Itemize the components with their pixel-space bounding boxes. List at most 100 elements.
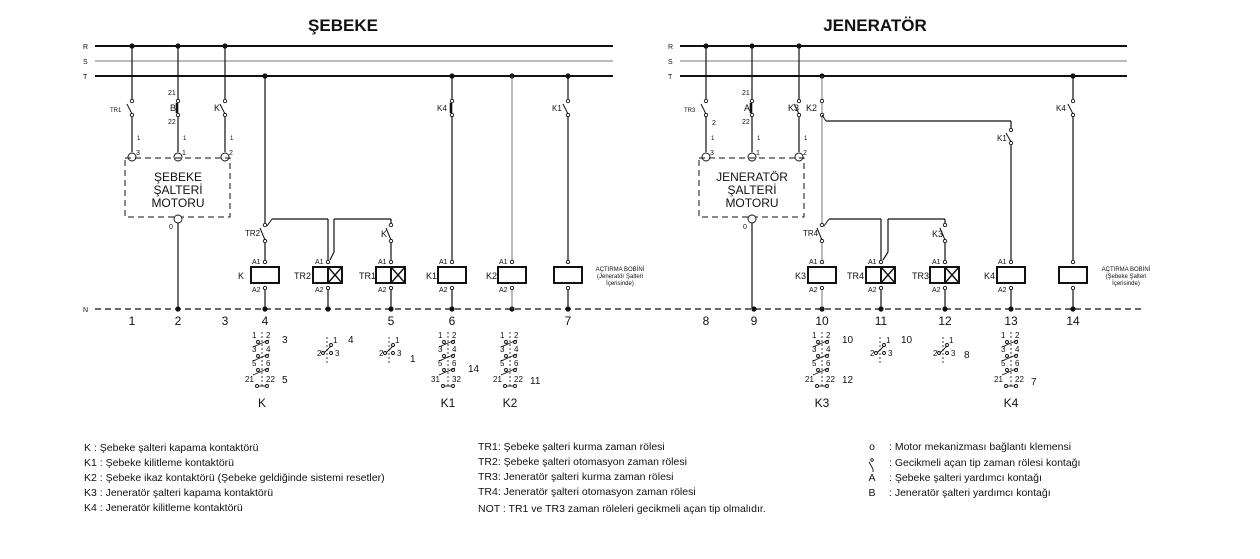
- terminal-number: 1: [182, 150, 186, 157]
- motor-box-text: MOTORU: [151, 196, 204, 210]
- terminal: [325, 259, 331, 265]
- trip-coil-label: İçerisinde): [1112, 280, 1140, 287]
- terminal: [388, 285, 394, 291]
- terminal: [265, 384, 269, 388]
- label-21: 21: [168, 90, 176, 97]
- terminal: [1005, 354, 1009, 358]
- pole-contact: [500, 367, 518, 376]
- a1-label: A1: [252, 259, 261, 266]
- legend-symbol-text: : Gecikmeli açan tip zaman rölesi kontağ…: [889, 457, 1080, 469]
- coil-label: K3: [795, 271, 806, 281]
- terminal: [262, 222, 268, 228]
- cross: [327, 266, 343, 284]
- column-number: 8: [703, 314, 710, 328]
- terminal: [1070, 98, 1076, 104]
- terminal: [749, 98, 755, 104]
- terminal: [220, 152, 230, 162]
- contact-label: K4: [437, 104, 447, 113]
- terminal: [262, 285, 268, 291]
- a2-label: A2: [809, 287, 818, 294]
- delay-contact-icon: [868, 461, 874, 470]
- terminal: [819, 98, 825, 104]
- block-reference: 8: [964, 350, 970, 361]
- contact-label: K2: [806, 103, 817, 113]
- terminal: [1008, 259, 1014, 265]
- coil-k4: [996, 266, 1026, 284]
- terminal: [794, 152, 804, 162]
- terminal: [262, 259, 268, 265]
- pole-label: 2: [826, 331, 831, 340]
- pole-label: 2: [317, 349, 322, 358]
- pole-label: 3: [438, 345, 443, 354]
- pole-label: 3: [1001, 345, 1006, 354]
- a1-label: A1: [932, 259, 941, 266]
- wire: [821, 114, 827, 122]
- terminal: [509, 259, 515, 265]
- block-reference: 5: [282, 375, 288, 386]
- legend-symbol: o: [869, 441, 875, 453]
- pole-contact: [876, 345, 885, 354]
- motor-box-text: ŞEBEKE: [154, 170, 202, 184]
- pole-label: 5: [252, 359, 257, 368]
- a2-label: A2: [315, 287, 324, 294]
- terminal: [442, 354, 446, 358]
- terminal: [1005, 368, 1009, 372]
- bus-label-n: N: [83, 307, 88, 314]
- pole-label: 1: [500, 331, 505, 340]
- pole-label: 5: [438, 359, 443, 368]
- terminal: [565, 285, 571, 291]
- pole-label: 1: [1001, 331, 1006, 340]
- terminal: [816, 340, 820, 344]
- terminal: [882, 351, 886, 355]
- pole-label: 2: [870, 349, 875, 358]
- terminal: [325, 285, 331, 291]
- contact-label: K1: [552, 104, 562, 113]
- pole-label: 5: [1001, 359, 1006, 368]
- pole-label: 21: [994, 375, 1003, 384]
- pole-label: 32: [452, 375, 461, 384]
- pole-label: 22: [514, 375, 523, 384]
- coil-label: K: [238, 271, 244, 281]
- title-jenerator: JENERATÖR: [823, 16, 927, 35]
- pole-label: 2: [266, 331, 271, 340]
- block-reference: 11: [530, 376, 541, 387]
- terminal-number: 1: [757, 136, 761, 142]
- pole-contact: [500, 353, 518, 362]
- terminal: [504, 354, 508, 358]
- terminal: [441, 384, 445, 388]
- a2-label: A2: [439, 287, 448, 294]
- timer-contact: [126, 103, 133, 115]
- coil-k3: [807, 266, 837, 284]
- contact-label: K: [214, 103, 220, 113]
- legend-contactor: K4 : Jeneratör kilitleme kontaktörü: [84, 502, 243, 514]
- terminal: [942, 259, 948, 265]
- terminal: [703, 98, 709, 104]
- coil-label: TR2: [294, 271, 311, 281]
- column-number: 1: [129, 314, 136, 328]
- bus-label-r: R: [668, 44, 673, 51]
- wire: [329, 251, 335, 261]
- terminal: [747, 152, 757, 162]
- coil-k2: [497, 266, 527, 284]
- junction-dot: [751, 306, 757, 312]
- aux-contact-label: B: [170, 103, 176, 113]
- terminal: [942, 285, 948, 291]
- pole-contact: [323, 345, 332, 354]
- terminal: [749, 112, 755, 118]
- motor-box-text: ŞALTERİ: [727, 183, 776, 197]
- block-title: K3: [815, 396, 830, 410]
- contact-label: K3: [932, 229, 943, 239]
- k-contact: [385, 227, 392, 241]
- contact-label: K1: [997, 134, 1007, 143]
- terminal: [449, 98, 455, 104]
- pole-label: 1: [333, 336, 338, 345]
- contact-label: TR2: [245, 229, 261, 238]
- pole-label: 3: [500, 345, 505, 354]
- legend-note: NOT : TR1 ve TR3 zaman röleleri gecikmel…: [478, 503, 766, 515]
- terminal-number: 2: [803, 150, 807, 157]
- pole-label: 1: [886, 336, 891, 345]
- pole-label: 22: [826, 375, 835, 384]
- terminal: [388, 259, 394, 265]
- pole-label: 21: [493, 375, 502, 384]
- terminal: [825, 384, 829, 388]
